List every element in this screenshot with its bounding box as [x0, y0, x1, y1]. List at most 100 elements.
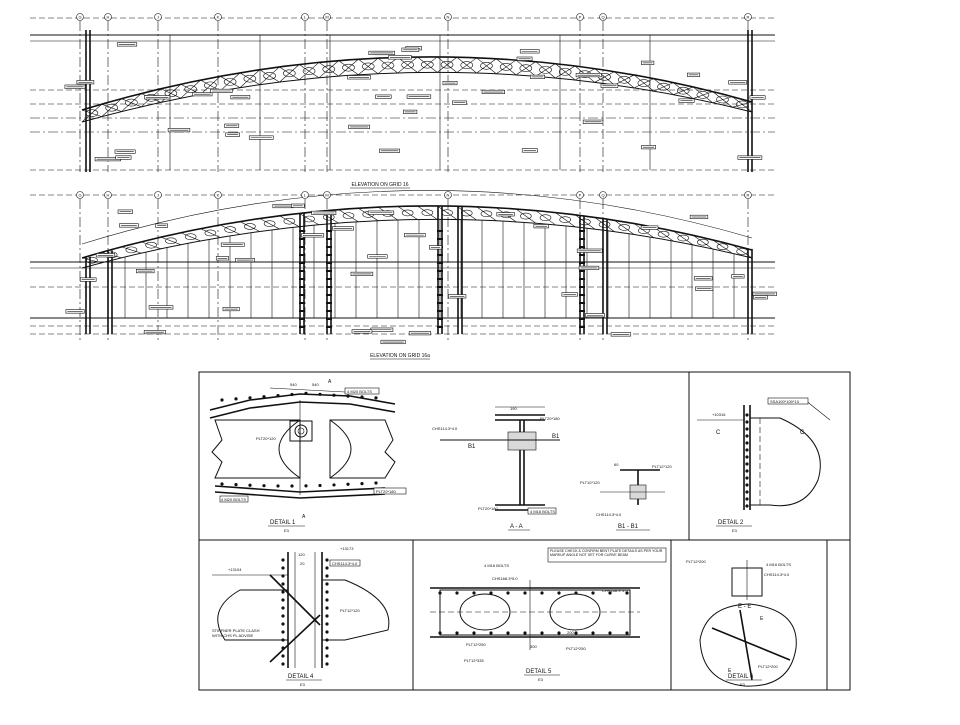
- chs-opening: [105, 103, 118, 112]
- bolt: [557, 591, 561, 595]
- chs-opening: [696, 91, 710, 99]
- bolt-callout: [344, 387, 380, 395]
- roof-web: [141, 241, 162, 250]
- bolt: [325, 638, 329, 642]
- column-stiffener: [299, 238, 305, 240]
- chs-end-arc: [329, 419, 352, 479]
- lower-beam-flange: [214, 491, 386, 499]
- dim-label: 200: [567, 630, 574, 635]
- bolt: [745, 469, 749, 473]
- chs-member-right: [329, 419, 396, 479]
- roof-web: [515, 208, 536, 224]
- bolt: [248, 483, 252, 487]
- chs-opening: [539, 66, 552, 74]
- level-label: +13173: [340, 546, 354, 551]
- level-label: +10316: [712, 412, 726, 417]
- bolt: [318, 483, 322, 488]
- bolt: [745, 420, 749, 424]
- detail-6-title: DETAIL 6: [728, 674, 754, 680]
- column-stiffener: [326, 270, 332, 272]
- plate-callout-label: PLT20*180: [540, 416, 560, 421]
- roof-web: [239, 221, 260, 232]
- bolt: [332, 393, 336, 397]
- truss-web: [692, 91, 713, 99]
- bolt: [608, 631, 612, 635]
- section-marker: C: [716, 430, 721, 436]
- column-stiffener: [299, 294, 305, 296]
- grid-bubble: [576, 13, 584, 21]
- dim-label: 540: [312, 382, 319, 387]
- detail-5-title: DETAIL 5: [526, 669, 552, 675]
- section-a-a: 190 PLT20*180 CHS114.3*4.0 B1 B1 PLT20*1…: [432, 406, 560, 531]
- roof-web: [121, 246, 142, 254]
- grid-bubble-label: H: [107, 193, 110, 198]
- plate-callout-label: PLT12*200: [686, 559, 706, 564]
- bolt-row: [220, 391, 378, 488]
- truss-web: [338, 59, 359, 77]
- bolt-callout-label: 4 M20 BOLTS: [347, 389, 372, 394]
- truss-web: [515, 61, 536, 76]
- roof-web: [712, 239, 733, 254]
- bolt: [438, 631, 442, 635]
- pin: [297, 427, 305, 435]
- truss-web: [279, 64, 300, 83]
- chs-opening: [322, 65, 336, 74]
- bolt: [220, 398, 224, 402]
- plate-callout-label: PLT12*250: [466, 642, 486, 647]
- break-line: [804, 399, 831, 421]
- curved-truss-bottom-chord: [81, 71, 753, 123]
- truss-web: [732, 101, 753, 108]
- bolt: [506, 591, 510, 595]
- detail-4: +13104 +13173 120 20 CHS114.3*4.0 PLT12*…: [212, 546, 390, 687]
- chs-opening: [263, 72, 276, 80]
- bolt: [281, 582, 285, 586]
- column-stiffener: [579, 230, 585, 232]
- grid-bubble-label: Q: [601, 193, 604, 198]
- connection-plate: [289, 420, 313, 442]
- curved-beam-flange: [209, 401, 396, 419]
- grid-bubble-label: G: [78, 193, 81, 198]
- grid-bubble: [744, 13, 752, 21]
- detail-1: 540 540 A A 4 M20 BOLTS 4 M20 BOLTS PLT2…: [209, 379, 407, 533]
- plate-callout-label: PLT12*250: [566, 646, 586, 651]
- column-stiffener: [437, 278, 443, 280]
- chs-opening: [677, 234, 690, 242]
- bolt: [591, 631, 595, 635]
- column-stiffener: [437, 270, 443, 272]
- grid-bubble: [599, 13, 607, 21]
- bolt: [290, 392, 294, 397]
- truss-web: [318, 60, 339, 79]
- plate-callout-label: PLT10*120: [580, 480, 600, 485]
- column-stiffener: [579, 286, 585, 288]
- detail-5: PLEASE CHECK & CONFIRM BENT PLATE DETAIL…: [430, 547, 667, 682]
- grid-bubble: [744, 191, 752, 199]
- truss-web: [712, 96, 733, 104]
- truss-web: [200, 76, 221, 95]
- chs-opening: [125, 246, 138, 254]
- section-marker: A: [302, 514, 306, 520]
- bolt-callout: [219, 495, 249, 503]
- bolt-column: [745, 413, 749, 508]
- grid-bubble: [301, 13, 309, 21]
- bolt: [281, 598, 285, 602]
- column-stiffener: [299, 326, 305, 328]
- bolt: [745, 455, 749, 459]
- stiffener-note-text: STIFFNER PLATE CLASH WITH CHS PL ADVISE: [212, 628, 260, 638]
- diagonal-brace: [269, 614, 321, 663]
- chs-section: [507, 431, 537, 451]
- grid-bubble-label: K: [217, 15, 220, 20]
- truss-web-members: [81, 35, 753, 170]
- pin-hole: [294, 424, 308, 438]
- detail-6-cloud: [699, 603, 797, 687]
- chs-callout: [329, 559, 361, 567]
- column-stiffener: [326, 262, 332, 264]
- grid-bubble-label: P: [579, 193, 582, 198]
- grid-bubble-label: N: [447, 15, 450, 20]
- bolt: [489, 591, 493, 595]
- column-stiffener: [326, 230, 332, 232]
- roof-web: [476, 206, 497, 221]
- grid-bubble-label: H: [107, 15, 110, 20]
- column-stiffener: [579, 262, 585, 264]
